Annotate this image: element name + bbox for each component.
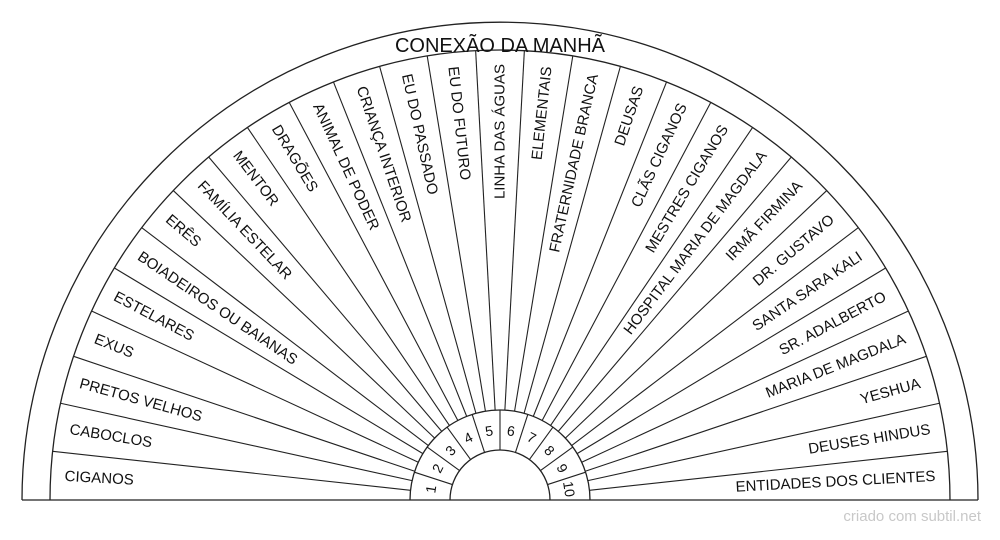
sector-divider xyxy=(571,227,859,446)
number-divider xyxy=(471,414,486,453)
sector-divider xyxy=(141,227,429,446)
sector-divider xyxy=(247,127,450,426)
number-label: 10 xyxy=(560,480,578,498)
sector-label: ENTIDADES DOS CLIENTES xyxy=(735,468,936,496)
sector-label: EU DO FUTURO xyxy=(444,66,473,181)
sector-divider xyxy=(523,66,621,414)
number-divider xyxy=(426,446,460,472)
number-label: 6 xyxy=(506,422,516,439)
sector-dividers xyxy=(52,50,948,491)
sector-label: DEUSAS xyxy=(611,84,647,148)
sector-label: YESHUA xyxy=(858,375,922,408)
sector-divider xyxy=(587,402,940,482)
number-label: 2 xyxy=(429,461,447,475)
number-dividers xyxy=(414,410,586,486)
outer-arc xyxy=(21,21,979,501)
sector-divider xyxy=(426,55,486,412)
number-label: 7 xyxy=(525,429,539,447)
sector-label: PRETOS VELHOS xyxy=(78,375,204,425)
sector-divider xyxy=(91,310,419,463)
sector-divider xyxy=(172,190,436,439)
sector-divider xyxy=(581,310,909,463)
footer-credit: criado com subtil.net xyxy=(843,508,981,525)
number-divider xyxy=(528,426,554,460)
sector-label: ESTELARES xyxy=(111,288,197,344)
title-arc xyxy=(49,49,951,501)
sector-divider xyxy=(52,450,411,491)
sector-label: DEUSES HINDUS xyxy=(807,421,931,458)
number-divider xyxy=(514,414,529,453)
sector-label: ERÊS xyxy=(162,211,204,250)
sector-label: CIGANOS xyxy=(64,468,134,489)
sector-divider xyxy=(576,267,886,455)
sector-label: DRAGÕES xyxy=(268,122,321,195)
sector-divider xyxy=(550,127,753,426)
sector-label: FAMÍLIA ESTELAR xyxy=(194,178,295,284)
sector-divider xyxy=(541,102,712,421)
sector-label: CABOCLOS xyxy=(68,421,153,451)
sector-divider xyxy=(514,55,574,412)
sector-label: LINHA DAS ÁGUAS xyxy=(492,64,509,199)
sector-divider xyxy=(208,156,443,432)
number-divider xyxy=(446,426,472,460)
sector-divider xyxy=(564,190,828,439)
number-label: 9 xyxy=(553,461,571,475)
sector-label: EU DO PASSADO xyxy=(398,72,441,196)
chart-frame xyxy=(21,21,979,501)
sector-label: MENTOR xyxy=(229,148,282,210)
sector-divider xyxy=(288,102,459,421)
sector-divider xyxy=(60,402,413,482)
sector-divider xyxy=(589,450,948,491)
sector-divider xyxy=(332,81,468,417)
sector-divider xyxy=(114,267,424,455)
chart-title: CONEXÃO DA MANHÃ xyxy=(395,33,606,57)
sector-divider xyxy=(557,156,792,432)
number-label: 3 xyxy=(442,442,459,459)
number-label: 8 xyxy=(541,442,558,459)
sector-divider xyxy=(585,355,927,472)
number-label: 1 xyxy=(422,484,439,494)
number-label: 5 xyxy=(484,422,494,439)
sector-label: EXUS xyxy=(92,331,136,362)
number-label: 4 xyxy=(461,429,475,447)
number-divider xyxy=(414,471,453,486)
sector-divider xyxy=(504,50,525,411)
sector-divider xyxy=(475,50,496,411)
sector-label: ELEMENTAIS xyxy=(529,66,556,161)
sector-divider xyxy=(73,355,415,472)
inner-hub-arc xyxy=(449,449,551,501)
sector-divider xyxy=(532,81,668,417)
sector-divider xyxy=(379,66,477,414)
number-divider xyxy=(547,471,586,486)
number-divider xyxy=(540,446,574,472)
